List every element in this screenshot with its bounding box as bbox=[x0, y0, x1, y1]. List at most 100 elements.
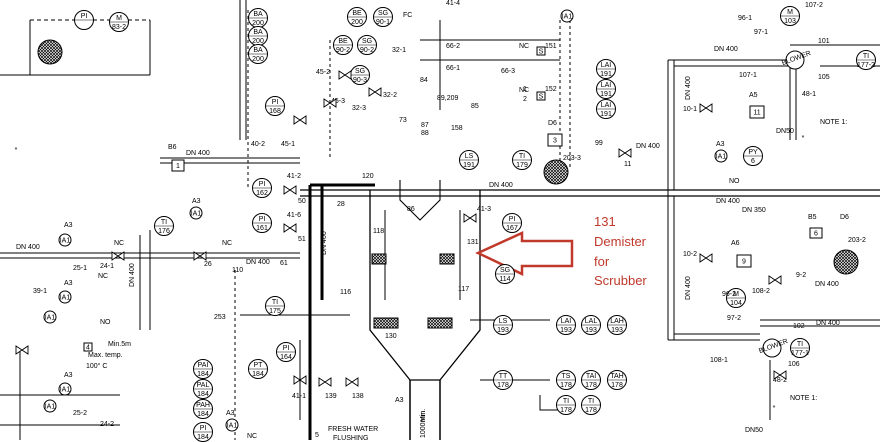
line-label: DN 400 bbox=[816, 320, 840, 327]
air-supply-label: IA1 bbox=[45, 404, 56, 411]
instrument-number: 114 bbox=[499, 276, 510, 283]
instrument-number: 178 bbox=[585, 382, 597, 389]
instrument-tag: PI bbox=[81, 13, 88, 20]
instrument-number: 184 bbox=[197, 371, 209, 378]
line-label: 11 bbox=[624, 161, 631, 168]
line-label: DN 400 bbox=[489, 182, 513, 189]
instrument-tag: TI bbox=[563, 398, 569, 405]
air-supply-bubble: IA1 bbox=[58, 290, 72, 304]
air-supply-bubble: IA1 bbox=[189, 206, 203, 220]
line-label: NC bbox=[222, 240, 232, 247]
air-supply-bubble: IA1 bbox=[43, 310, 57, 324]
air-supply-label: IA1 bbox=[60, 238, 71, 245]
instrument-number: 177-2 bbox=[857, 62, 875, 69]
air-supply-label: IA1 bbox=[45, 315, 56, 322]
line-label: 45-2 bbox=[316, 69, 330, 76]
instrument-tag: BE bbox=[338, 38, 348, 45]
line-label: 108-1 bbox=[710, 357, 728, 364]
instrument-number: 177-1 bbox=[791, 350, 809, 357]
line-label: DN50 bbox=[776, 128, 794, 135]
equipment-box: S bbox=[536, 91, 546, 101]
line-label: 66-1 bbox=[446, 65, 460, 72]
valve-icon bbox=[323, 98, 337, 108]
line-label: 96-2 bbox=[722, 291, 736, 298]
instrument-tag: PI bbox=[259, 181, 266, 188]
instrument-tag: LAI bbox=[601, 62, 612, 69]
equipment-box: 3 bbox=[547, 133, 563, 147]
line-label: D6 bbox=[840, 214, 849, 221]
instrument-number: 184 bbox=[197, 391, 209, 398]
instrument-number: 168 bbox=[269, 108, 281, 115]
equipment-box: 6 bbox=[809, 227, 823, 239]
line-label: DN 400 bbox=[321, 231, 328, 255]
line-label: A3 bbox=[64, 280, 73, 287]
valve-icon bbox=[338, 70, 352, 80]
instrument-tag: SG bbox=[362, 38, 372, 45]
line-label: A3 bbox=[226, 410, 235, 417]
packing-blocks bbox=[371, 253, 455, 329]
line-label: NOTE 1: bbox=[790, 395, 817, 402]
line-label: NC bbox=[98, 273, 108, 280]
instrument-tag: SG bbox=[355, 68, 365, 75]
instrument-number: 193 bbox=[497, 327, 509, 334]
instrument-tag: TAI bbox=[586, 373, 596, 380]
equipment-box-label: 3 bbox=[553, 138, 557, 145]
callout-text-line1: Demister bbox=[594, 234, 647, 249]
instrument-number: 176 bbox=[158, 228, 170, 235]
line-label: DN 400 bbox=[685, 76, 692, 100]
instrument-bubble: SG 90-3 bbox=[350, 65, 370, 85]
instrument-number: 191 bbox=[600, 91, 612, 98]
instrument-tag: TS bbox=[562, 373, 571, 380]
line-label: 85 bbox=[471, 103, 479, 110]
line-label: 88 bbox=[421, 130, 429, 137]
callout-text-line3: Scrubber bbox=[594, 273, 647, 288]
instrument-tag: BE bbox=[352, 10, 362, 17]
instrument-number: 6 bbox=[751, 158, 755, 165]
equipment-box-label: 6 bbox=[814, 231, 818, 238]
instrument-tag: BA bbox=[253, 29, 263, 36]
valve-icon bbox=[345, 377, 359, 387]
line-label: 203-3 bbox=[563, 155, 581, 162]
instrument-number: 191 bbox=[600, 111, 612, 118]
instrument-tag: PI bbox=[259, 216, 266, 223]
instrument-number: 104 bbox=[730, 300, 742, 307]
instrument-tag: PI bbox=[509, 216, 516, 223]
line-label: NO bbox=[100, 319, 111, 326]
line-label: 41-4 bbox=[446, 0, 460, 7]
line-label: 9-2 bbox=[796, 272, 806, 279]
instrument-tag: LAI bbox=[561, 318, 572, 325]
instrument-number: 191 bbox=[463, 162, 475, 169]
line-label: B6 bbox=[168, 144, 177, 151]
air-supply-bubble: IA1 bbox=[560, 9, 574, 23]
line-label: 24-2 bbox=[100, 421, 114, 428]
equipment-box-label: S bbox=[539, 49, 544, 56]
line-label: 116 bbox=[340, 289, 351, 296]
line-label: 106 bbox=[788, 361, 800, 368]
equipment-box: S bbox=[536, 46, 546, 56]
line-label: 117 bbox=[458, 286, 469, 293]
valve-icon bbox=[283, 185, 297, 195]
instrument-tag: TI bbox=[272, 299, 278, 306]
instrument-tag: TI bbox=[863, 53, 869, 60]
instrument-bubble: M83-2 bbox=[109, 12, 129, 32]
line-label: NC bbox=[247, 433, 257, 440]
valve-icon bbox=[699, 103, 713, 113]
line-label: NOTE 1: bbox=[820, 119, 847, 126]
instrument-number: 184 bbox=[197, 434, 209, 441]
instrument-number: 90-3 bbox=[353, 77, 367, 84]
line-label: 24-1 bbox=[100, 263, 114, 270]
instrument-number: 184 bbox=[197, 411, 209, 418]
